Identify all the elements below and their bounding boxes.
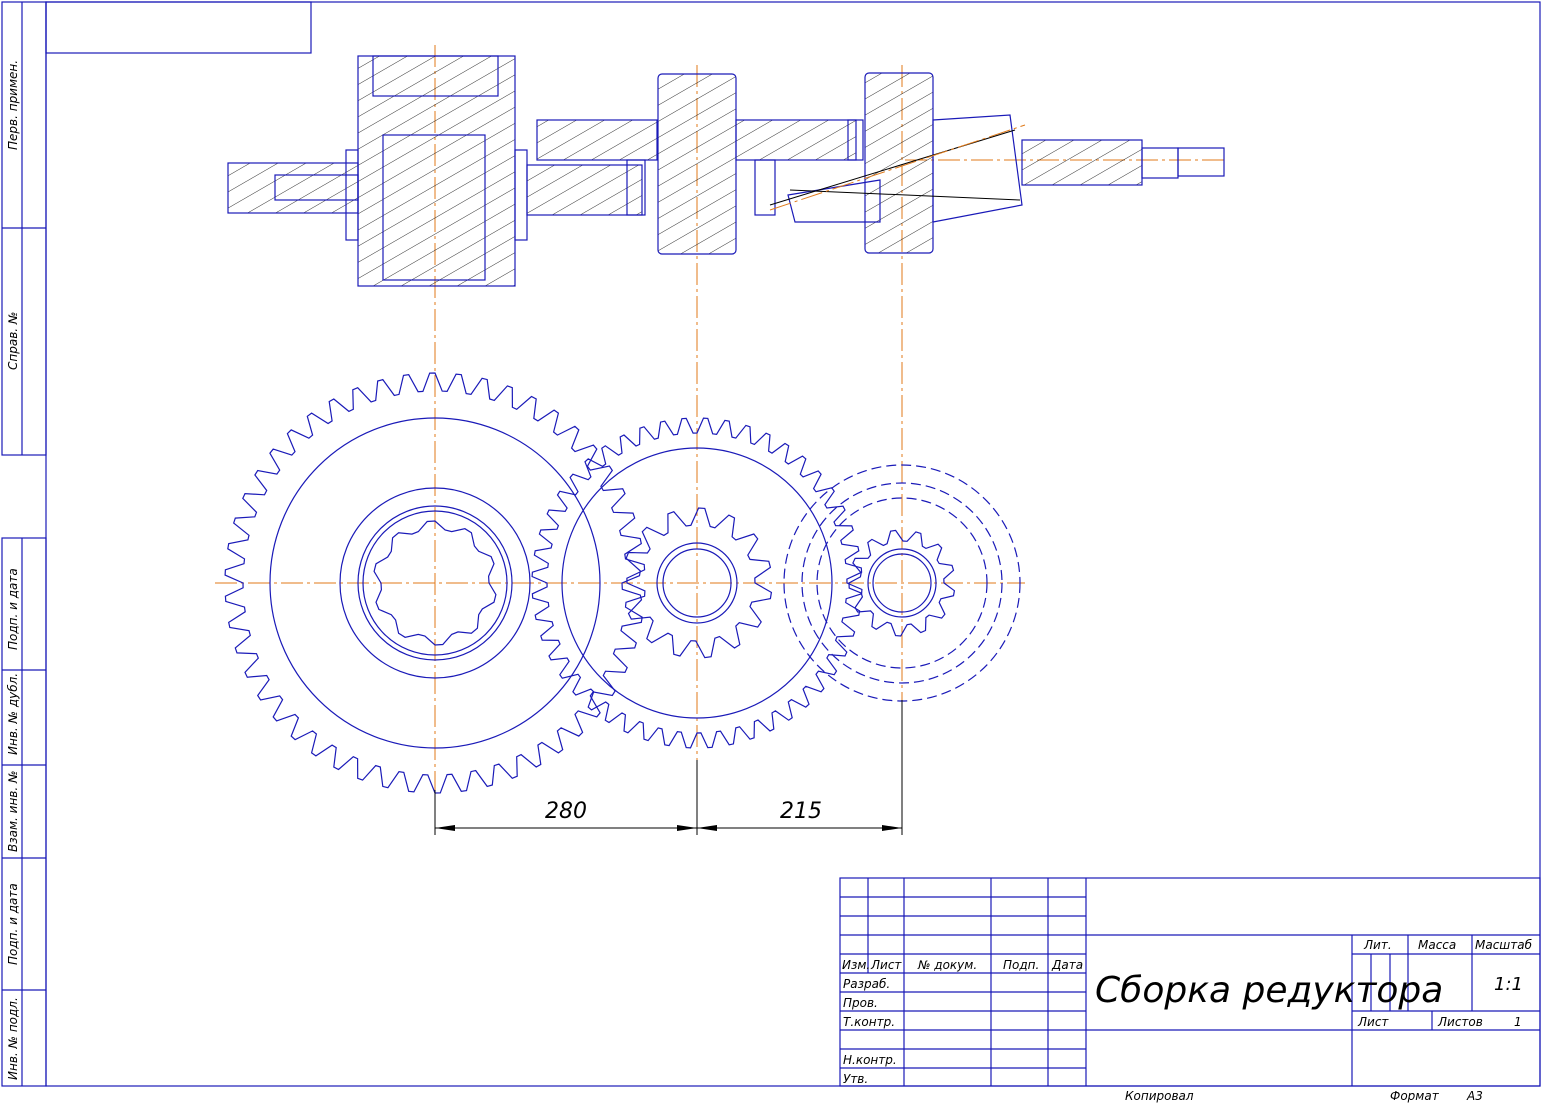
large-gear-hub-circle — [339, 487, 531, 679]
side-label: Инв. № дубл. — [6, 673, 20, 755]
spline-bore — [373, 520, 497, 646]
col-header-sheet: Лист — [870, 958, 902, 972]
dimension-280: 280 — [545, 799, 587, 824]
side-label: Подп. и дата — [6, 883, 20, 965]
sheets-total: 1 — [1514, 1015, 1522, 1029]
col-header-date: Дата — [1051, 958, 1083, 972]
large-gear-teeth — [224, 372, 646, 794]
middle-pinion-bore — [656, 542, 738, 624]
gear-front-view — [224, 372, 1021, 794]
role-approved: Утв. — [843, 1072, 868, 1086]
side-label: Подп. и дата — [6, 568, 20, 650]
section-view — [227, 55, 1225, 287]
large-gear-inner-circle — [269, 417, 601, 749]
scale-value: 1:1 — [1494, 974, 1523, 995]
title-block: Изм. Лист № докум. Подп. Дата Разраб. Пр… — [839, 877, 1541, 1087]
hidden-gear-circle — [816, 497, 988, 669]
scale-label: Масштаб — [1475, 938, 1533, 952]
side-label: Перв. примен. — [6, 60, 20, 150]
sheet-label: Лист — [1357, 1015, 1389, 1029]
side-label: Инв. № подл. — [6, 997, 20, 1080]
side-label: Взам. инв. № — [6, 771, 20, 852]
large-gear-bore-circle — [362, 510, 508, 656]
middle-gear-pitch-circle — [561, 447, 833, 719]
side-strip-labels: Перв. примен. Справ. № Подп. и дата Инв.… — [6, 60, 20, 1080]
small-pinion-bore — [867, 548, 937, 618]
role-norm-control: Н.контр. — [843, 1053, 897, 1067]
middle-pinion-bore — [662, 548, 732, 618]
large-gear-bore-circle — [357, 505, 513, 661]
col-header-doc-no: № докум. — [917, 958, 977, 972]
lit-label: Лит. — [1363, 938, 1392, 952]
dimension-215: 215 — [780, 799, 822, 824]
copied-label: Копировал — [1125, 1089, 1194, 1103]
middle-gear-teeth — [531, 417, 863, 749]
format-label: Формат — [1390, 1089, 1440, 1103]
side-label: Справ. № — [6, 312, 20, 370]
role-checker: Пров. — [843, 996, 878, 1010]
small-pinion-teeth — [848, 529, 956, 637]
role-tech-control: Т.контр. — [843, 1015, 895, 1029]
col-header-change: Изм. — [842, 958, 870, 972]
sheets-label: Листов — [1437, 1015, 1483, 1029]
col-header-signature: Подп. — [1003, 958, 1039, 972]
middle-pinion-teeth — [621, 507, 773, 659]
format-value: A3 — [1466, 1089, 1483, 1103]
hidden-gear-circle — [801, 482, 1003, 684]
drawing-title: Сборка редуктора — [1095, 970, 1443, 1011]
dimensions: 280 215 — [434, 700, 903, 835]
role-developer: Разраб. — [843, 977, 890, 991]
mass-label: Масса — [1418, 938, 1456, 952]
small-pinion-bore — [872, 553, 932, 613]
